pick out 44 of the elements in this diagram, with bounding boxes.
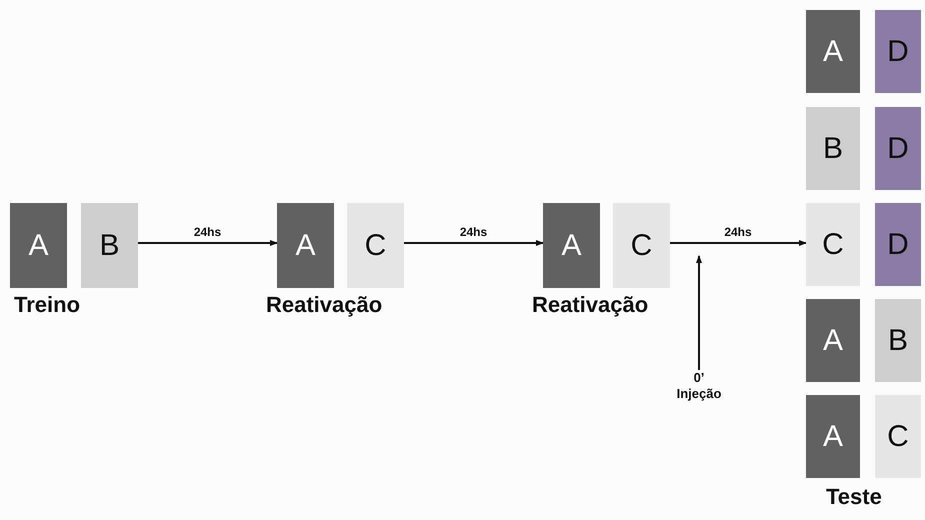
context-box xyxy=(806,10,860,93)
edge-label: 24hs xyxy=(722,226,754,238)
context-letter: A xyxy=(822,422,843,452)
stage-label: Treino xyxy=(14,294,80,316)
stage-label: Reativação xyxy=(266,294,382,316)
context-letter: D xyxy=(887,230,909,260)
context-letter: B xyxy=(99,230,120,260)
context-letter: B xyxy=(822,134,843,164)
edge-label: 24hs xyxy=(192,226,224,238)
arrow xyxy=(404,240,544,246)
context-box xyxy=(10,203,67,288)
context-letter: C xyxy=(887,422,909,452)
context-letter: A xyxy=(822,36,843,66)
stage-label: Teste xyxy=(826,486,882,508)
arrow xyxy=(696,255,702,370)
context-letter: C xyxy=(364,230,386,260)
context-box xyxy=(543,203,600,288)
stage-label: Reativação xyxy=(532,294,648,316)
context-box xyxy=(875,10,921,93)
annotation-text: Injeção xyxy=(676,386,722,402)
context-box xyxy=(347,203,404,288)
context-letter: C xyxy=(630,230,652,260)
context-letter: D xyxy=(887,36,909,66)
context-letter: A xyxy=(561,230,582,260)
context-letter: A xyxy=(295,230,316,260)
context-box xyxy=(81,203,138,288)
context-box xyxy=(806,395,860,478)
context-box xyxy=(806,203,860,286)
context-box xyxy=(806,107,860,190)
context-box xyxy=(806,299,860,382)
context-box xyxy=(875,203,921,286)
context-box xyxy=(277,203,334,288)
arrow xyxy=(670,240,807,246)
context-letter: A xyxy=(28,230,48,260)
context-letter: C xyxy=(822,230,844,260)
context-letter: D xyxy=(887,134,909,164)
context-box xyxy=(875,299,921,382)
context-box xyxy=(613,203,670,288)
context-letter: A xyxy=(822,326,843,356)
context-box xyxy=(875,107,921,190)
edge-label: 24hs xyxy=(458,226,490,238)
context-letter: B xyxy=(888,326,908,356)
arrow xyxy=(138,240,278,246)
annotation-text: 0’ xyxy=(694,370,704,386)
